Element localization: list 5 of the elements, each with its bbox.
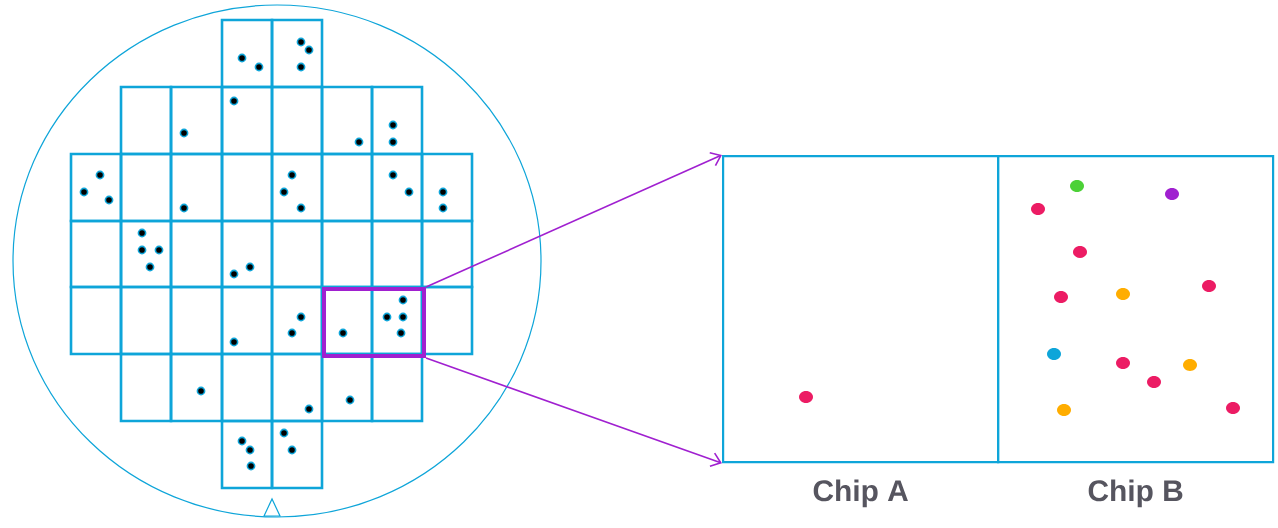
selection-box bbox=[322, 287, 426, 358]
node-label: Chip B bbox=[1088, 479, 1183, 508]
chip-box: Chip A bbox=[722, 155, 1000, 508]
node-label: Chip A bbox=[813, 479, 908, 508]
chip-box: Chip B bbox=[997, 155, 1275, 508]
